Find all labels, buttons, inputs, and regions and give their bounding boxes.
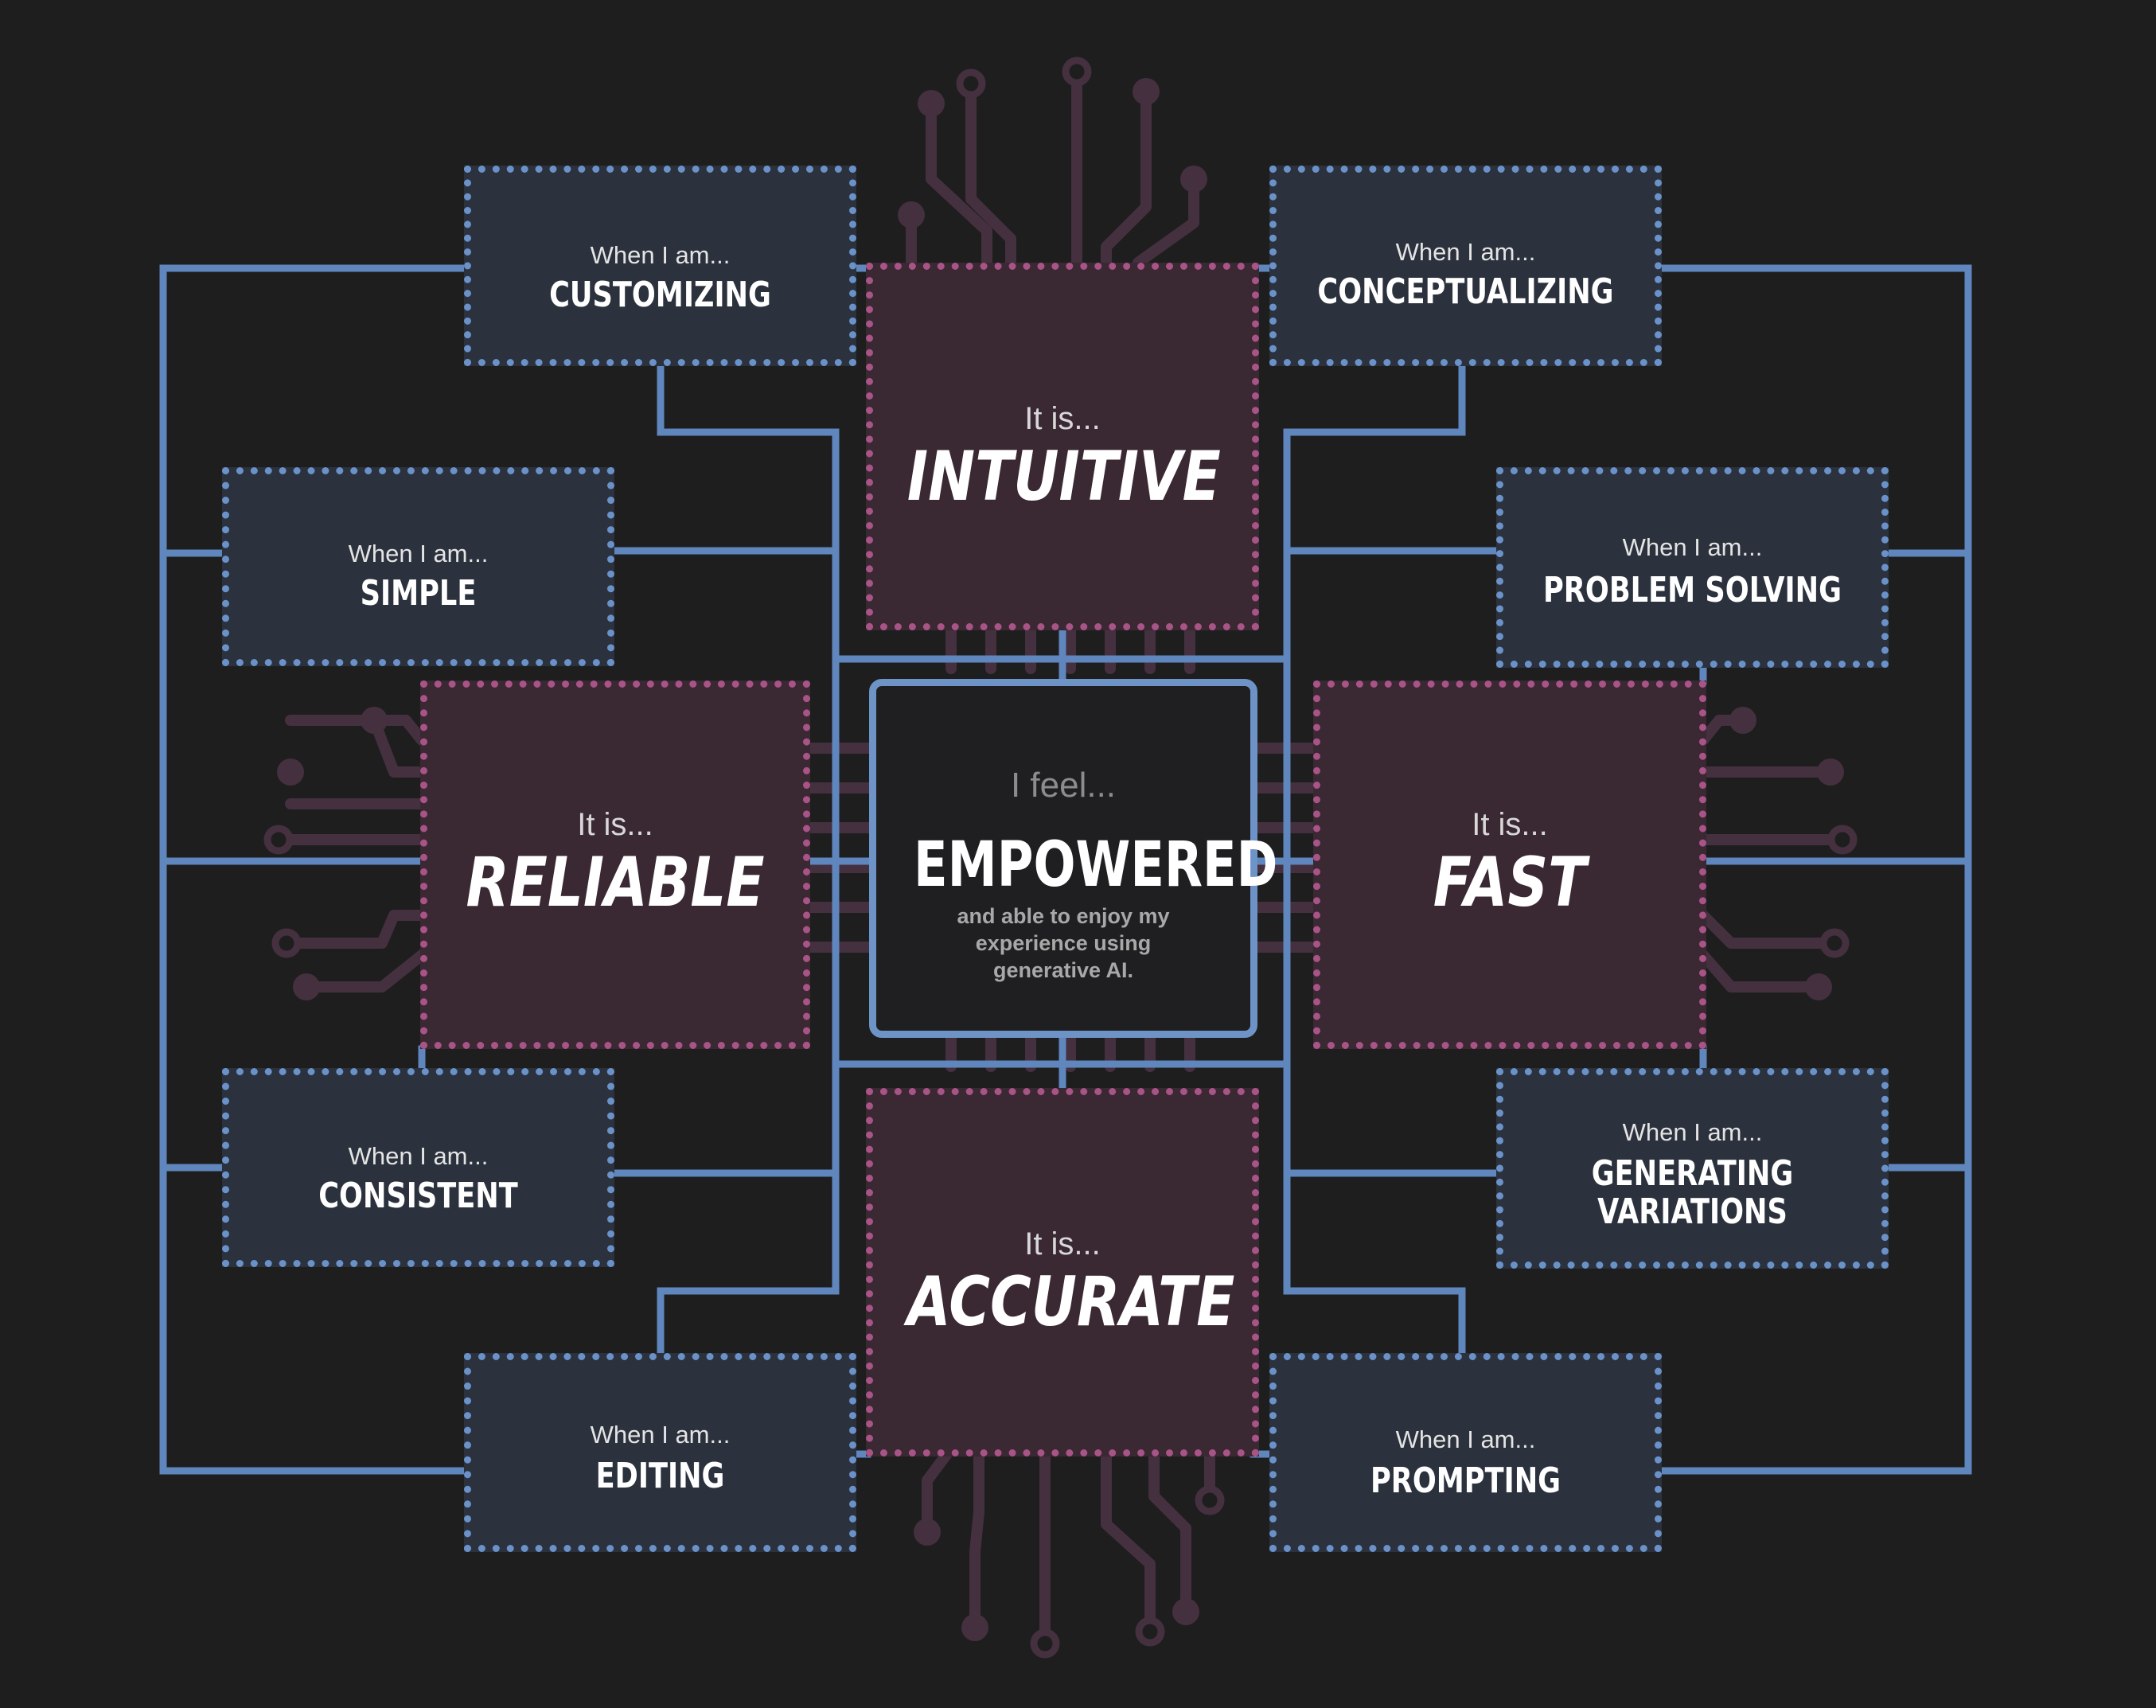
context-box-problem-solving: When I am... PROBLEM SOLVING: [1496, 467, 1889, 668]
context-box-simple: When I am... SIMPLE: [222, 467, 614, 666]
context-title: CONSISTENT: [318, 1176, 518, 1216]
context-box-generating-variations: When I am... GENERATING VARIATIONS: [1496, 1068, 1889, 1269]
center-subtitle: and able to enjoy my experience using ge…: [957, 904, 1170, 982]
context-lead: When I am...: [1395, 1425, 1536, 1453]
context-title: SIMPLE: [360, 573, 477, 614]
center-empowered: I feel... EMPOWERED and able to enjoy my…: [869, 679, 1278, 1038]
quality-lead: It is...: [1024, 1226, 1101, 1262]
context-title: GENERATING VARIATIONS: [1591, 1153, 1794, 1232]
context-title: CONCEPTUALIZING: [1317, 271, 1614, 312]
context-lead: When I am...: [1395, 238, 1536, 266]
context-box-consistent: When I am... CONSISTENT: [222, 1068, 614, 1267]
quality-lead: It is...: [1472, 807, 1548, 842]
center-title: EMPOWERED: [914, 829, 1278, 901]
context-box-conceptualizing: When I am... CONCEPTUALIZING: [1269, 166, 1662, 366]
context-lead: When I am...: [590, 241, 731, 269]
context-title: PROMPTING: [1370, 1460, 1561, 1501]
context-title: EDITING: [595, 1456, 725, 1496]
context-lead: When I am...: [1622, 1118, 1763, 1146]
context-title: CUSTOMIZING: [549, 275, 771, 315]
context-title: PROBLEM SOLVING: [1543, 570, 1842, 610]
connector-lines: [159, 264, 1972, 1475]
context-lead: When I am...: [590, 1421, 731, 1449]
quality-box-reliable: It is... RELIABLE: [420, 680, 810, 1049]
context-box-prompting: When I am... PROMPTING: [1269, 1353, 1662, 1552]
quality-title: FAST: [1433, 843, 1587, 922]
quality-title: RELIABLE: [466, 843, 765, 922]
context-lead: When I am...: [348, 540, 489, 567]
context-lead: When I am...: [348, 1142, 489, 1170]
quality-box-accurate: It is... ACCURATE: [866, 1088, 1259, 1456]
context-lead: When I am...: [1622, 533, 1763, 561]
context-box-customizing: When I am... CUSTOMIZING: [464, 166, 856, 366]
center-lead: I feel...: [1010, 766, 1117, 805]
quality-box-intuitive: It is... INTUITIVE: [866, 263, 1259, 630]
context-box-editing: When I am... EDITING: [464, 1353, 856, 1552]
quality-box-fast: It is... FAST: [1313, 680, 1706, 1049]
circuit-traces: [263, 57, 1858, 1659]
quality-title: INTUITIVE: [906, 437, 1221, 517]
quality-lead: It is...: [1024, 401, 1101, 436]
quality-title: ACCURATE: [906, 1262, 1235, 1342]
quality-lead: It is...: [577, 807, 653, 842]
